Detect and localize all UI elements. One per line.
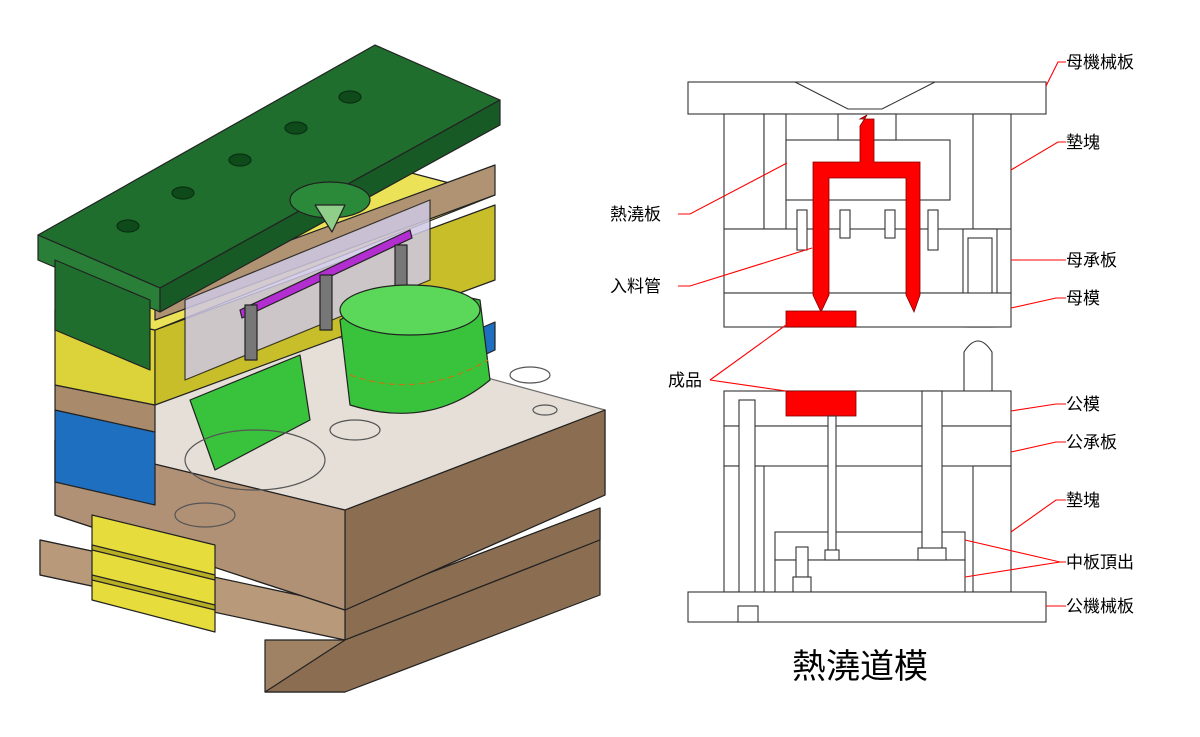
label-ejector-plate: 中板頂出: [1066, 553, 1134, 573]
label-product: 成品: [668, 371, 702, 391]
hot-runner-red: [812, 114, 921, 314]
green-product-3d: [339, 284, 491, 414]
core-plate-shape: [723, 390, 1012, 427]
label-upper-spacer-block: 墊塊: [1066, 133, 1100, 153]
green-shell-3d: [189, 354, 311, 471]
figure-title: 熱澆道模: [792, 647, 928, 687]
female-clamp-plate-3d: [37, 44, 501, 371]
upper-spacer-left-shape: [723, 113, 765, 230]
label-cavity-plate: 母模: [1066, 289, 1100, 309]
ejector-spacer-3d: [91, 514, 216, 633]
label-female-clamp-plate: 母機械板: [1066, 53, 1134, 73]
label-lower-spacer-block: 墊塊: [1066, 491, 1100, 511]
cavity-plate-shape: [723, 292, 1012, 328]
label-core-plate: 公模: [1066, 395, 1100, 415]
mold-3d-illustration: [37, 44, 606, 693]
product-red: [785, 390, 857, 417]
mold-section-diagram: [687, 81, 1047, 623]
label-male-support-plate: 公承板: [1066, 433, 1117, 453]
label-hot-runner-plate: 熱澆板: [610, 205, 661, 225]
core-holes-3d: [174, 366, 558, 528]
component-labels: 母機械板 墊塊 熱澆板 母承板 入料管 母模 成品 公模 公承板 墊塊 中板頂出…: [610, 53, 1134, 617]
manifold-3d: [184, 199, 431, 381]
male-support-plate-shape: [723, 425, 1012, 467]
cavity-product-red: [785, 310, 857, 328]
leader-lines: [678, 61, 1066, 607]
label-female-support-plate: 母承板: [1066, 251, 1117, 271]
label-male-clamp-plate: 公機械板: [1066, 597, 1134, 617]
upper-spacer-right-shape: [972, 113, 1012, 230]
label-nozzle: 入料管: [610, 277, 661, 297]
